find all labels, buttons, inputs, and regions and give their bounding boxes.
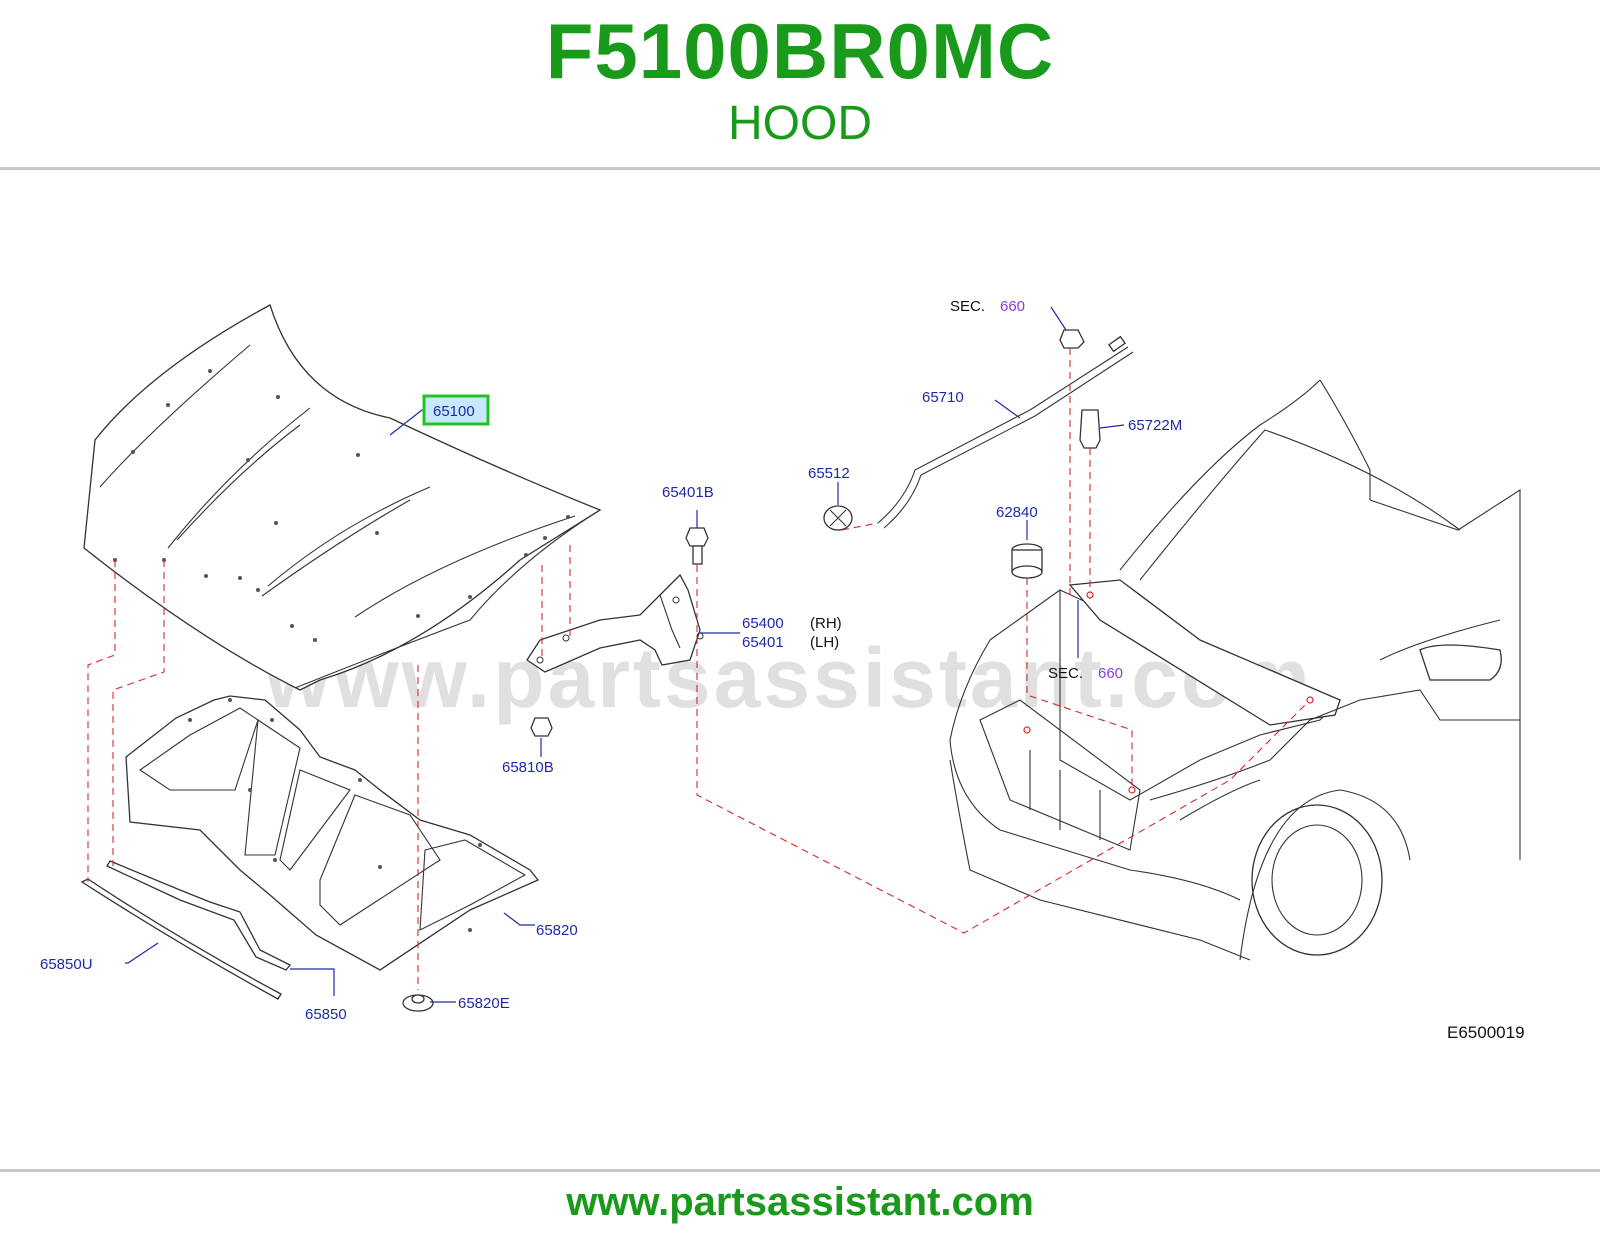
sec-660-clip-top[interactable] xyxy=(1059,329,1085,349)
hinge-bolt[interactable] xyxy=(685,527,709,565)
hood-panel[interactable] xyxy=(83,304,602,691)
label-65850[interactable]: 65850 xyxy=(305,1006,347,1023)
part-name-subtitle: HOOD xyxy=(728,97,872,150)
leader-lines xyxy=(125,306,1125,1003)
hood-seal-strips[interactable] xyxy=(80,860,292,1000)
label-sec-bottom-number[interactable]: 660 xyxy=(1098,665,1123,682)
hood-hinge[interactable] xyxy=(526,573,704,673)
part-number-title: F5100BR0MC xyxy=(545,7,1055,95)
label-sec-top-number[interactable]: 660 xyxy=(1000,298,1025,315)
label-65401B[interactable]: 65401B xyxy=(662,484,714,501)
label-65512[interactable]: 65512 xyxy=(808,465,850,482)
label-65401[interactable]: 65401 xyxy=(742,634,784,651)
assembly-dashed-lines xyxy=(87,348,1311,990)
label-rh: (RH) xyxy=(810,615,842,632)
label-sec-bottom: SEC. xyxy=(1048,665,1083,682)
highlight-box-65100 xyxy=(422,394,490,426)
assembly-points xyxy=(1023,591,1314,794)
watermark-text: www.partsassistant.com xyxy=(264,631,1313,725)
hood-stay-rod[interactable] xyxy=(877,335,1134,529)
label-65820[interactable]: 65820 xyxy=(536,922,578,939)
diagram-code: E6500019 xyxy=(1447,1023,1525,1042)
label-65722M[interactable]: 65722M xyxy=(1128,417,1182,434)
hinge-nut[interactable] xyxy=(530,717,553,737)
insulator-clip[interactable] xyxy=(402,994,434,1012)
label-62840[interactable]: 62840 xyxy=(996,504,1038,521)
label-65810B[interactable]: 65810B xyxy=(502,759,554,776)
label-65710[interactable]: 65710 xyxy=(922,389,964,406)
label-65850U[interactable]: 65850U xyxy=(40,956,93,973)
footer-url[interactable]: www.partsassistant.com xyxy=(566,1180,1034,1224)
label-lh: (LH) xyxy=(810,634,839,651)
header-divider xyxy=(0,167,1600,170)
header: F5100BR0MC HOOD xyxy=(0,0,1600,168)
label-sec-top: SEC. xyxy=(950,298,985,315)
label-65400[interactable]: 65400 xyxy=(742,615,784,632)
label-65100[interactable]: 65100 xyxy=(433,403,475,420)
stay-grommet[interactable] xyxy=(1079,409,1101,449)
footer-divider xyxy=(0,1169,1600,1172)
label-65820E[interactable]: 65820E xyxy=(458,995,510,1012)
hood-insulator[interactable] xyxy=(125,695,540,971)
stay-clip[interactable] xyxy=(823,505,853,531)
hood-bumper[interactable] xyxy=(1011,543,1043,579)
vehicle-outline xyxy=(949,379,1521,961)
